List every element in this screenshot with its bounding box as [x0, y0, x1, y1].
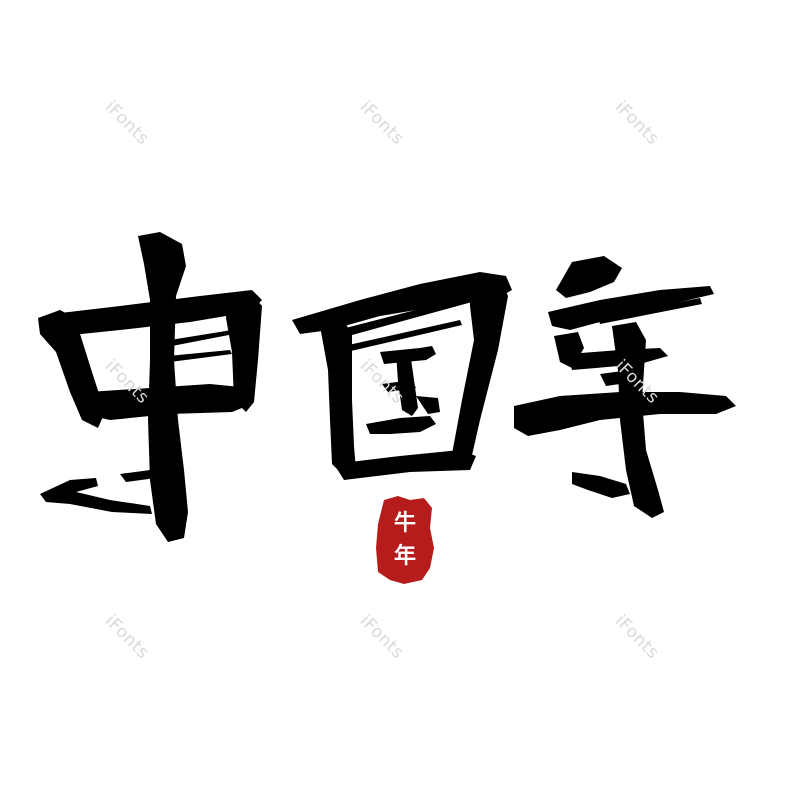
character-nian	[514, 256, 736, 518]
seal-stamp: 牛 年	[376, 496, 434, 584]
seal-char-2: 年	[394, 543, 416, 569]
seal-char-1: 牛	[394, 510, 416, 536]
seal-background	[376, 496, 434, 584]
character-zhong	[38, 232, 262, 542]
character-guo	[292, 272, 512, 480]
